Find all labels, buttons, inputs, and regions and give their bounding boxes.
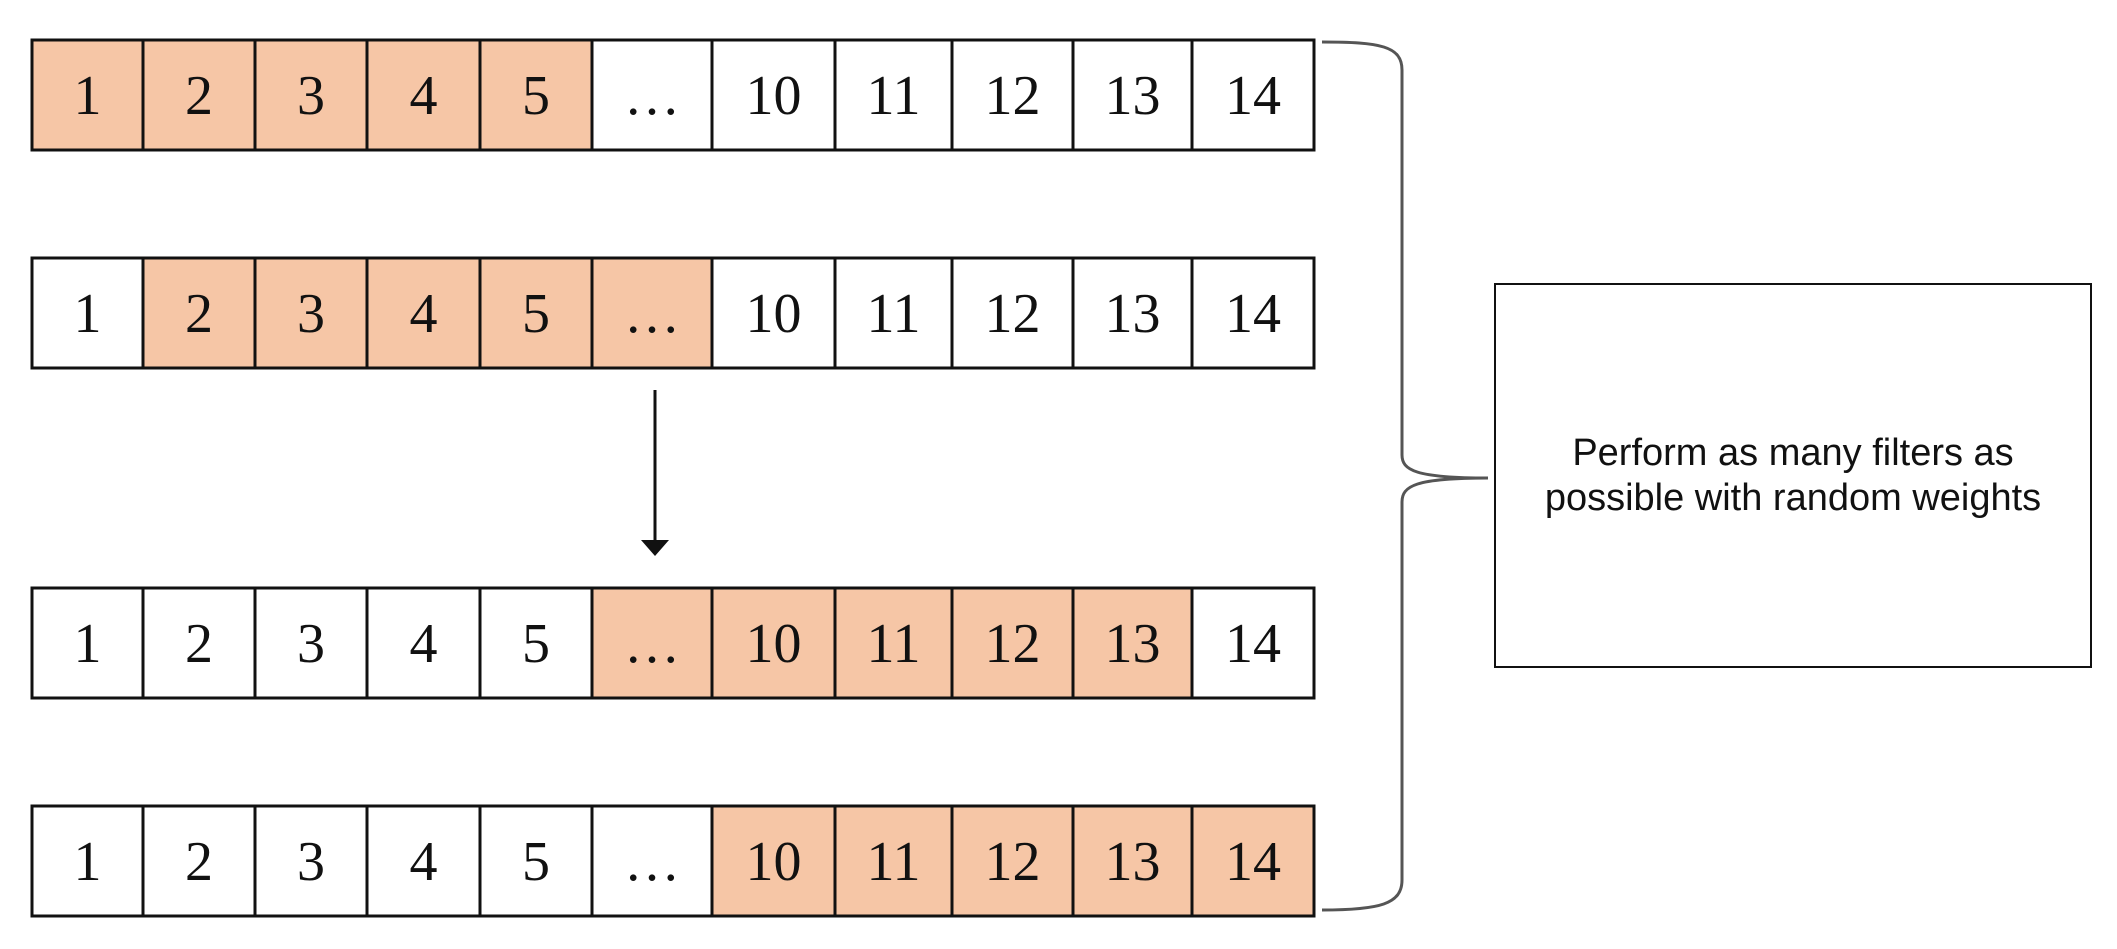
cell-label: 14 (1225, 831, 1281, 893)
cell (1071, 256, 1194, 370)
cell-label: 11 (867, 613, 921, 675)
cell (590, 804, 714, 918)
cell (833, 38, 954, 152)
cell-label: 4 (410, 283, 438, 345)
cell (833, 256, 954, 370)
cell-label: 11 (867, 65, 921, 127)
cell (478, 804, 594, 918)
cell-label: 12 (985, 831, 1041, 893)
cell-label: 1 (74, 831, 102, 893)
cell (365, 586, 482, 700)
cell-label: 2 (185, 613, 213, 675)
cell-label: 11 (867, 283, 921, 345)
cell (141, 804, 257, 918)
cell-label: 5 (522, 831, 550, 893)
cell-highlighted (590, 586, 714, 700)
cell-label: 12 (985, 283, 1041, 345)
cell (365, 804, 482, 918)
cell-highlighted (478, 38, 594, 152)
note-box: Perform as many filters as possible with… (1494, 283, 2092, 668)
cell-label: 5 (522, 283, 550, 345)
cell-label: 12 (985, 613, 1041, 675)
cell-highlighted (1071, 586, 1194, 700)
cell-highlighted (1190, 804, 1316, 918)
cell (1190, 256, 1316, 370)
cell-label: 4 (410, 831, 438, 893)
cell (710, 256, 837, 370)
cell-label: 14 (1225, 283, 1281, 345)
cell-label: 1 (74, 65, 102, 127)
cell-label: 3 (297, 65, 325, 127)
cell-highlighted (710, 586, 837, 700)
cell (141, 586, 257, 700)
cell (590, 38, 714, 152)
cell-label: 5 (522, 65, 550, 127)
cell-highlighted (833, 804, 954, 918)
cell-label: 10 (746, 831, 802, 893)
down-arrow-head (641, 540, 669, 556)
cell-label: 12 (985, 65, 1041, 127)
cell-label: 14 (1225, 65, 1281, 127)
cell-highlighted (253, 256, 369, 370)
cell-highlighted (710, 804, 837, 918)
cell-label: 13 (1105, 613, 1161, 675)
cell-label: 10 (746, 613, 802, 675)
cell (1071, 38, 1194, 152)
cell-label: 2 (185, 65, 213, 127)
cell (478, 586, 594, 700)
cell (30, 804, 145, 918)
cell-label: 1 (74, 283, 102, 345)
cell (30, 586, 145, 700)
cell-label: 13 (1105, 283, 1161, 345)
cell-highlighted (590, 256, 714, 370)
cell-label: … (624, 831, 680, 893)
cell-label: 2 (185, 283, 213, 345)
cell-highlighted (141, 256, 257, 370)
cell-label: 13 (1105, 831, 1161, 893)
cell-label: 5 (522, 613, 550, 675)
cell-label: 14 (1225, 613, 1281, 675)
cell-label: … (624, 283, 680, 345)
note-text: Perform as many filters as possible with… (1544, 431, 2042, 519)
right-brace (1321, 40, 1489, 912)
cell-label: … (624, 613, 680, 675)
cell (1190, 586, 1316, 700)
cell-label: 10 (746, 65, 802, 127)
cell-label: 3 (297, 283, 325, 345)
cell-highlighted (365, 256, 482, 370)
cell-label: 4 (410, 65, 438, 127)
cell-label: 1 (74, 613, 102, 675)
cell-label: 3 (297, 613, 325, 675)
cell (950, 38, 1075, 152)
cell-label: 13 (1105, 65, 1161, 127)
cell-label: 10 (746, 283, 802, 345)
cell-highlighted (141, 38, 257, 152)
cell-highlighted (365, 38, 482, 152)
cell (950, 256, 1075, 370)
cell (1190, 38, 1316, 152)
cell-label: 4 (410, 613, 438, 675)
cell (253, 804, 369, 918)
cell-highlighted (833, 586, 954, 700)
cell-label: 3 (297, 831, 325, 893)
cell (253, 586, 369, 700)
cell-label: 2 (185, 831, 213, 893)
cell-highlighted (30, 38, 145, 152)
cell-label: … (624, 65, 680, 127)
cell-label: 11 (867, 831, 921, 893)
